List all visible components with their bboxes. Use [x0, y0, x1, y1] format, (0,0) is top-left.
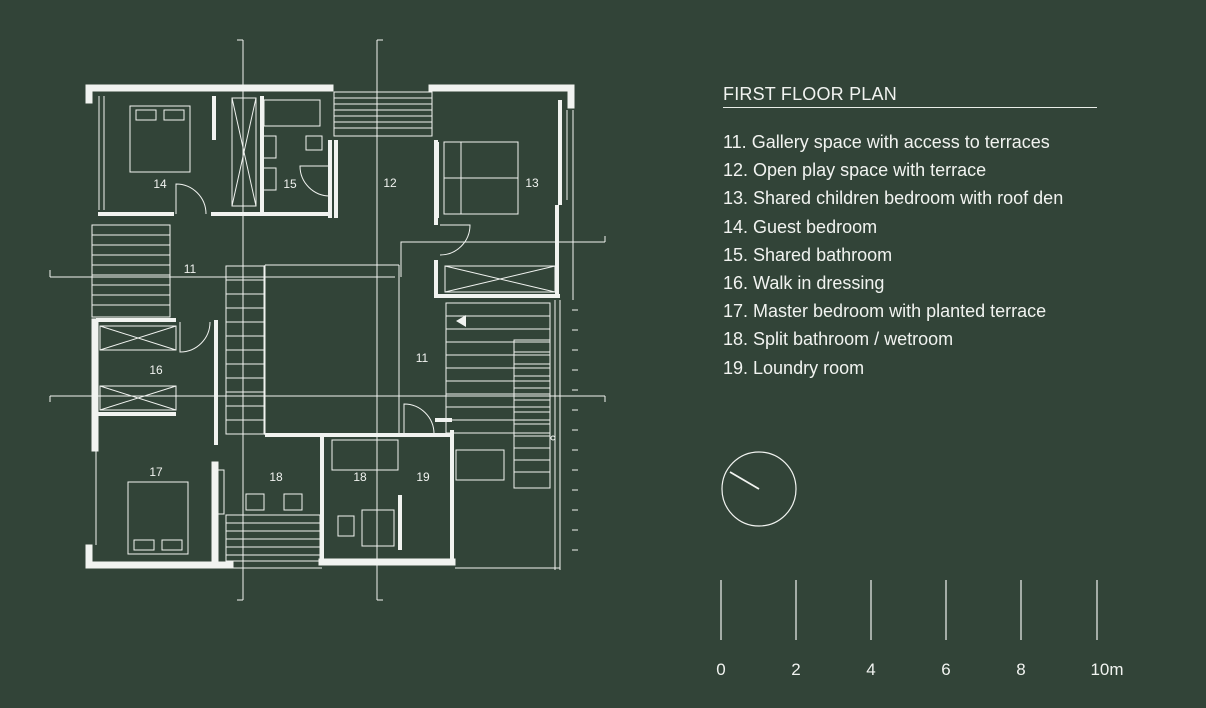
scale-label: 2: [791, 660, 801, 679]
beds: [127, 105, 519, 555]
room-label-13: 13: [525, 176, 539, 190]
room-label-11b: 11: [416, 351, 429, 365]
scale-label: 6: [941, 660, 951, 679]
legend-item: 17. Master bedroom with planted terrace: [723, 301, 1047, 322]
scale-label: 8: [1016, 660, 1026, 679]
floor-plan: 14 15 12 13 11 16 11 17 18 18 19: [49, 39, 606, 601]
legend-list: 11. Gallery space with access to terrace…: [723, 128, 1103, 382]
inner-walls: [96, 96, 562, 565]
room-label-12: 12: [383, 176, 397, 190]
room-label-14: 14: [153, 177, 167, 191]
terrace-top: [333, 91, 433, 137]
stair-right: [445, 302, 551, 489]
bath-fixtures: [217, 99, 505, 547]
stair-left: [225, 265, 265, 435]
room-label-15: 15: [283, 177, 297, 191]
scale-label: 0: [716, 660, 726, 679]
glazing: [95, 96, 574, 570]
legend-item: 15. Shared bathroom: [723, 244, 893, 265]
title-underline: [723, 107, 1097, 108]
legend: FIRST FLOOR PLAN 11. Gallery space with …: [723, 83, 1103, 382]
room-label-17: 17: [149, 465, 163, 479]
legend-item: 18. Split bathroom / wetroom: [723, 329, 954, 350]
room-label-18a: 18: [269, 470, 283, 484]
legend-item: 14. Guest bedroom: [723, 216, 878, 237]
doors: [175, 165, 471, 435]
scale-label: 4: [866, 660, 876, 679]
compass-icon: [721, 451, 797, 527]
scale-bar: [720, 580, 1098, 640]
legend-item: 11. Gallery space with access to terrace…: [723, 132, 1050, 152]
north-and-scale: [720, 451, 1098, 640]
room-label-19: 19: [416, 470, 430, 484]
legend-item: 16. Walk in dressing: [723, 273, 885, 294]
terrace-left: [91, 224, 171, 318]
room-label-18b: 18: [353, 470, 367, 484]
section-lines: [49, 39, 606, 601]
room-label-16: 16: [149, 363, 163, 377]
wardrobes: [99, 97, 556, 411]
perimeter-ticks: [550, 309, 578, 551]
direction-arrow-icon: [456, 315, 466, 327]
plan-title: FIRST FLOOR PLAN: [723, 84, 897, 104]
room-label-11a: 11: [184, 262, 197, 276]
walls: [85, 84, 575, 569]
legend-item: 19. Loundry room: [723, 357, 865, 378]
legend-item: 13. Shared children bedroom with roof de…: [723, 188, 1064, 209]
legend-item: 12. Open play space with terrace: [723, 160, 987, 181]
scale-label: 10m: [1090, 660, 1124, 679]
stair-bottom: [225, 514, 321, 562]
